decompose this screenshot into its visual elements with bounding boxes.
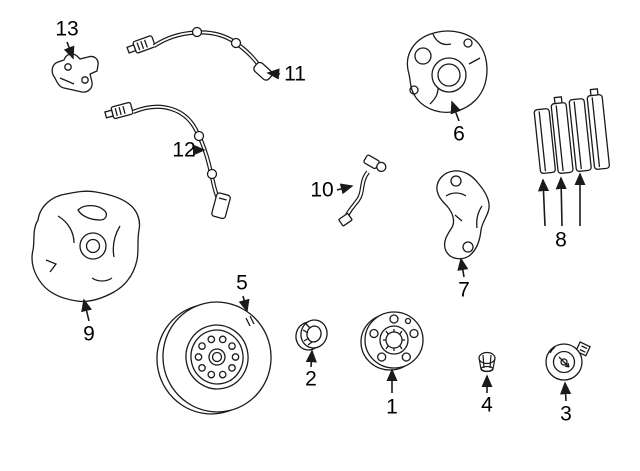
splash-shield-drawing (31, 190, 141, 303)
callout-arrows (63, 41, 586, 402)
arrow-2 (305, 349, 317, 368)
arrow-13 (63, 41, 75, 60)
callout-12[interactable]: 12 (172, 138, 196, 162)
brake-hose-drawing (338, 154, 387, 227)
sensor-bracket-drawing (51, 53, 99, 93)
lock-nut-drawing (478, 351, 496, 373)
callout-1[interactable]: 1 (386, 395, 398, 419)
caliper-mounting-bracket-drawing (436, 170, 490, 260)
arrow-8b (555, 176, 567, 227)
callout-4[interactable]: 4 (481, 393, 493, 417)
arrow-9 (81, 298, 93, 322)
wheel-speed-sensor-upper-drawing (126, 26, 273, 81)
dust-cap-drawing (545, 341, 591, 381)
seal-ring-drawing (295, 319, 328, 351)
arrow-6 (450, 100, 462, 122)
arrow-8a (537, 178, 550, 227)
arrow-3 (560, 381, 572, 402)
wheel-speed-sensor-lower-drawing (104, 101, 231, 220)
callout-2[interactable]: 2 (305, 367, 317, 391)
arrow-11 (266, 68, 281, 80)
callout-6[interactable]: 6 (453, 122, 465, 146)
wheel-hub-drawing (360, 311, 424, 371)
callout-13[interactable]: 13 (55, 17, 79, 41)
arrow-5 (238, 295, 250, 313)
arrow-10 (336, 183, 354, 195)
callout-5[interactable]: 5 (236, 271, 248, 295)
arrow-7 (457, 257, 469, 278)
callout-7[interactable]: 7 (458, 278, 470, 302)
brake-pad-set-drawing (533, 88, 611, 175)
brake-caliper-drawing (406, 30, 488, 114)
brake-rotor-drawing (156, 301, 272, 415)
callout-11[interactable]: 11 (284, 62, 306, 86)
callout-8[interactable]: 8 (555, 228, 567, 252)
callout-9[interactable]: 9 (83, 322, 95, 346)
callout-3[interactable]: 3 (560, 402, 572, 426)
callout-10[interactable]: 10 (310, 178, 334, 202)
